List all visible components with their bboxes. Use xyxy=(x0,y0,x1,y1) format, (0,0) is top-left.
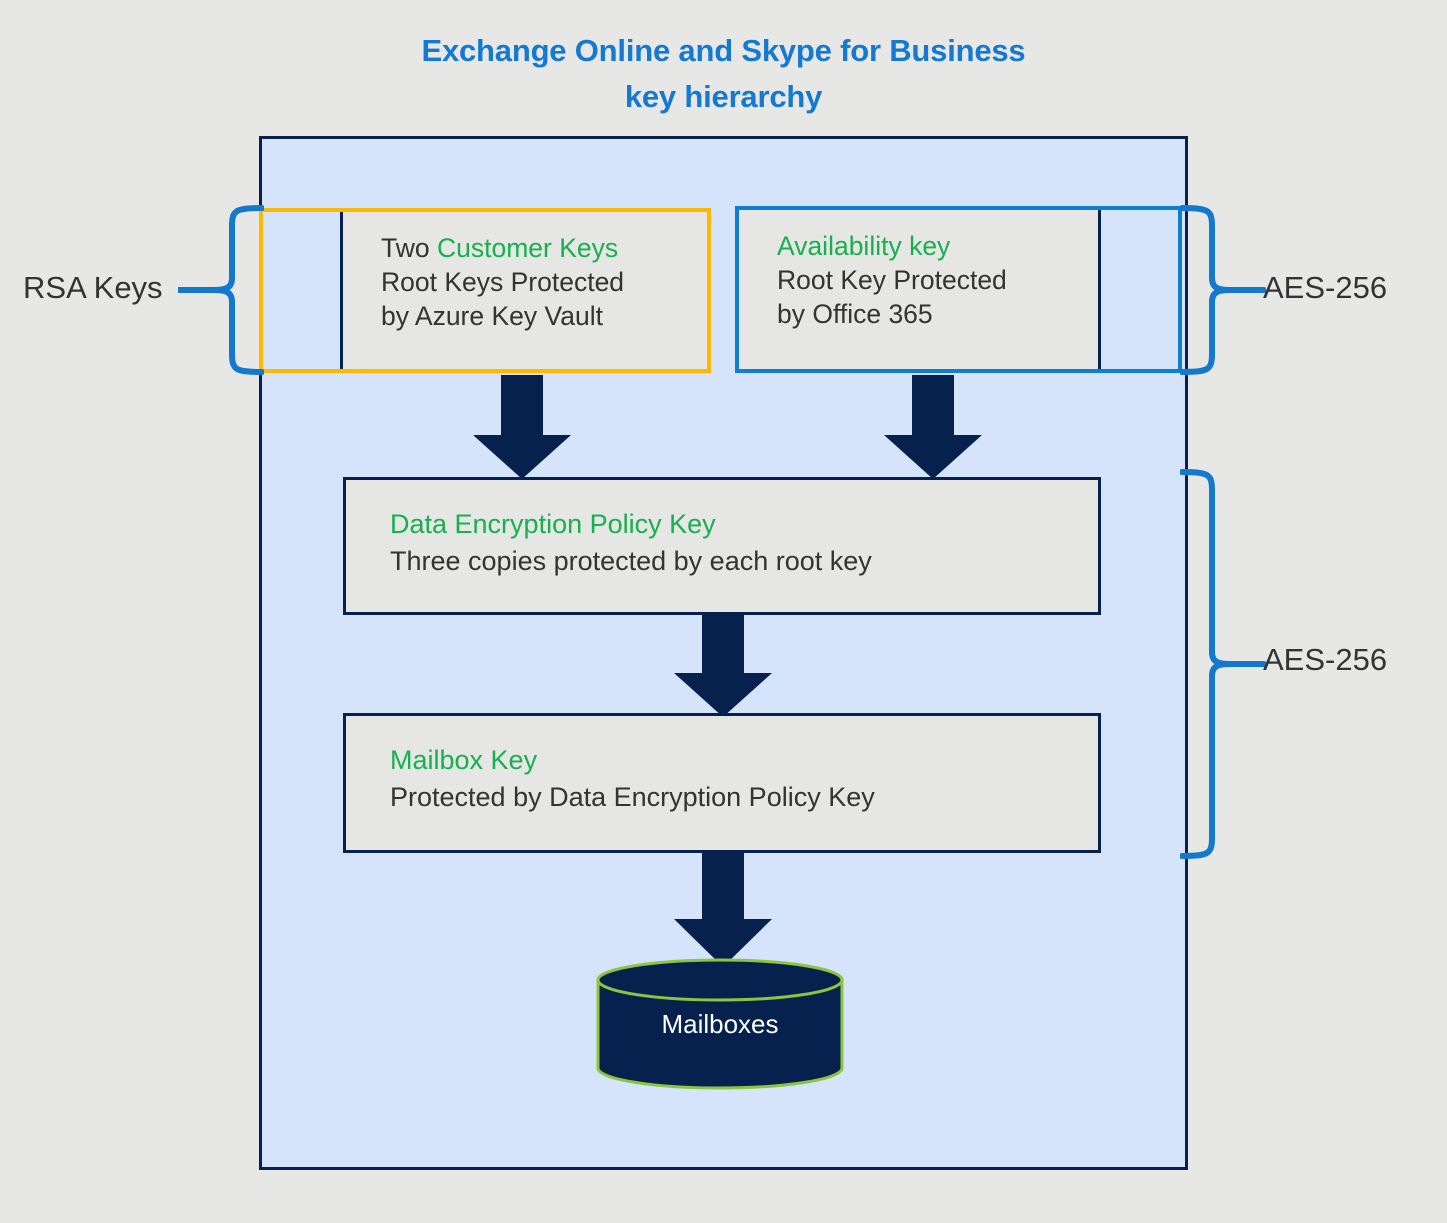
data-encryption-policy-key-title: Data Encryption Policy Key xyxy=(390,509,716,539)
aes-256-top-brace xyxy=(1180,205,1266,375)
arrow-availability-key-to-dep xyxy=(884,375,982,479)
mailboxes-cylinder-shape xyxy=(596,958,844,1090)
customer-keys-box: Two Customer Keys Root Keys Protected by… xyxy=(259,208,711,373)
mailbox-key-box: Mailbox Key Protected by Data Encryption… xyxy=(343,713,1101,853)
mailbox-key-title: Mailbox Key xyxy=(390,745,538,775)
arrow-dep-to-mailbox-key xyxy=(674,613,772,717)
arrow-customer-keys-to-dep xyxy=(473,375,571,479)
mailboxes-cylinder: Mailboxes xyxy=(596,958,844,1090)
page-title-line2: key hierarchy xyxy=(624,79,823,114)
customer-keys-line2: Root Keys Protected xyxy=(381,267,625,297)
page-title: Exchange Online and Skype for Business k… xyxy=(0,28,1447,120)
data-encryption-policy-key-box: Data Encryption Policy Key Three copies … xyxy=(343,477,1101,615)
customer-keys-line1: Two Customer Keys xyxy=(381,231,707,265)
availability-key-line2: Root Key Protected xyxy=(777,265,1007,295)
availability-key-box-body: Availability key Root Key Protected by O… xyxy=(739,210,1098,369)
arrow-mailbox-key-to-mailboxes xyxy=(674,851,772,967)
rsa-keys-brace xyxy=(178,205,264,375)
customer-keys-line1-emphasis: Customer Keys xyxy=(436,233,619,263)
aes-256-lower-label: AES-256 xyxy=(1263,642,1388,677)
customer-keys-box-body: Two Customer Keys Root Keys Protected by… xyxy=(343,212,707,369)
availability-key-box-pad xyxy=(1098,210,1178,369)
customer-keys-line1-prefix: Two xyxy=(381,233,437,263)
rsa-keys-label: RSA Keys xyxy=(23,270,163,305)
data-encryption-policy-key-subtitle: Three copies protected by each root key xyxy=(390,546,872,576)
customer-keys-box-pad xyxy=(263,212,343,369)
page-title-line1: Exchange Online and Skype for Business xyxy=(421,33,1026,68)
mailbox-key-subtitle: Protected by Data Encryption Policy Key xyxy=(390,782,875,812)
availability-key-line1: Availability key xyxy=(777,231,951,261)
customer-keys-line3: by Azure Key Vault xyxy=(381,301,603,331)
availability-key-box: Availability key Root Key Protected by O… xyxy=(735,206,1182,373)
availability-key-line3: by Office 365 xyxy=(777,299,933,329)
aes-256-top-label: AES-256 xyxy=(1263,270,1388,305)
aes-256-lower-brace xyxy=(1180,469,1266,859)
